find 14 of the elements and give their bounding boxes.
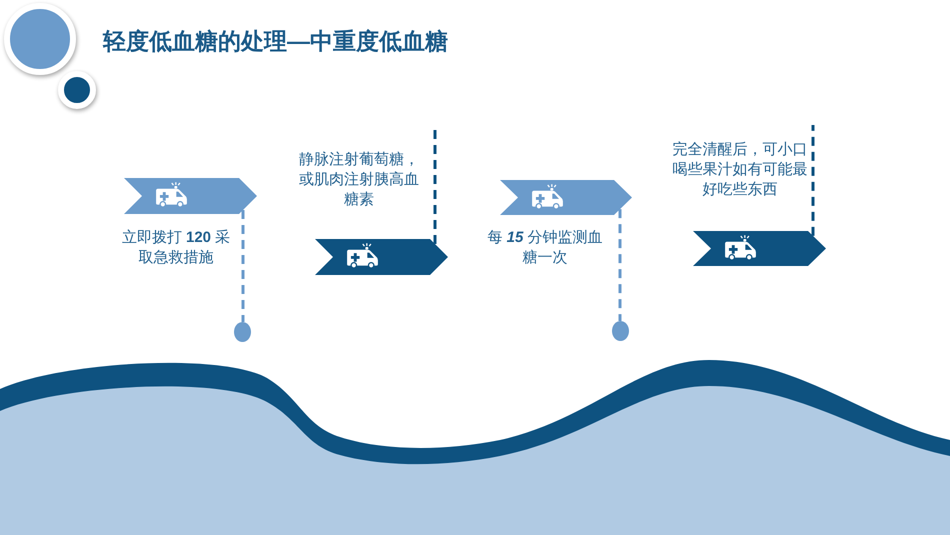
chevron-banner <box>315 239 448 275</box>
dashed-line <box>242 210 244 322</box>
chevron-banner <box>124 178 257 214</box>
chevron-banner <box>500 180 632 215</box>
dot-marker <box>612 321 629 341</box>
step-text: 立即拨打 120 采取急救措施 <box>120 228 232 268</box>
chevron-banner <box>693 231 826 266</box>
dot-marker <box>234 322 251 342</box>
step-text: 每 15 分钟监测血糖一次 <box>486 228 604 268</box>
step-text: 完全清醒后，可小口喝些果汁如有可能最好吃些东西 <box>672 140 808 200</box>
dashed-line <box>618 209 622 322</box>
step-text: 静脉注射葡萄糖，或肌肉注射胰高血糖素 <box>298 150 420 210</box>
dashed-line <box>812 125 814 236</box>
title: 轻度低血糖的处理—中重度低血糖 <box>103 27 448 55</box>
